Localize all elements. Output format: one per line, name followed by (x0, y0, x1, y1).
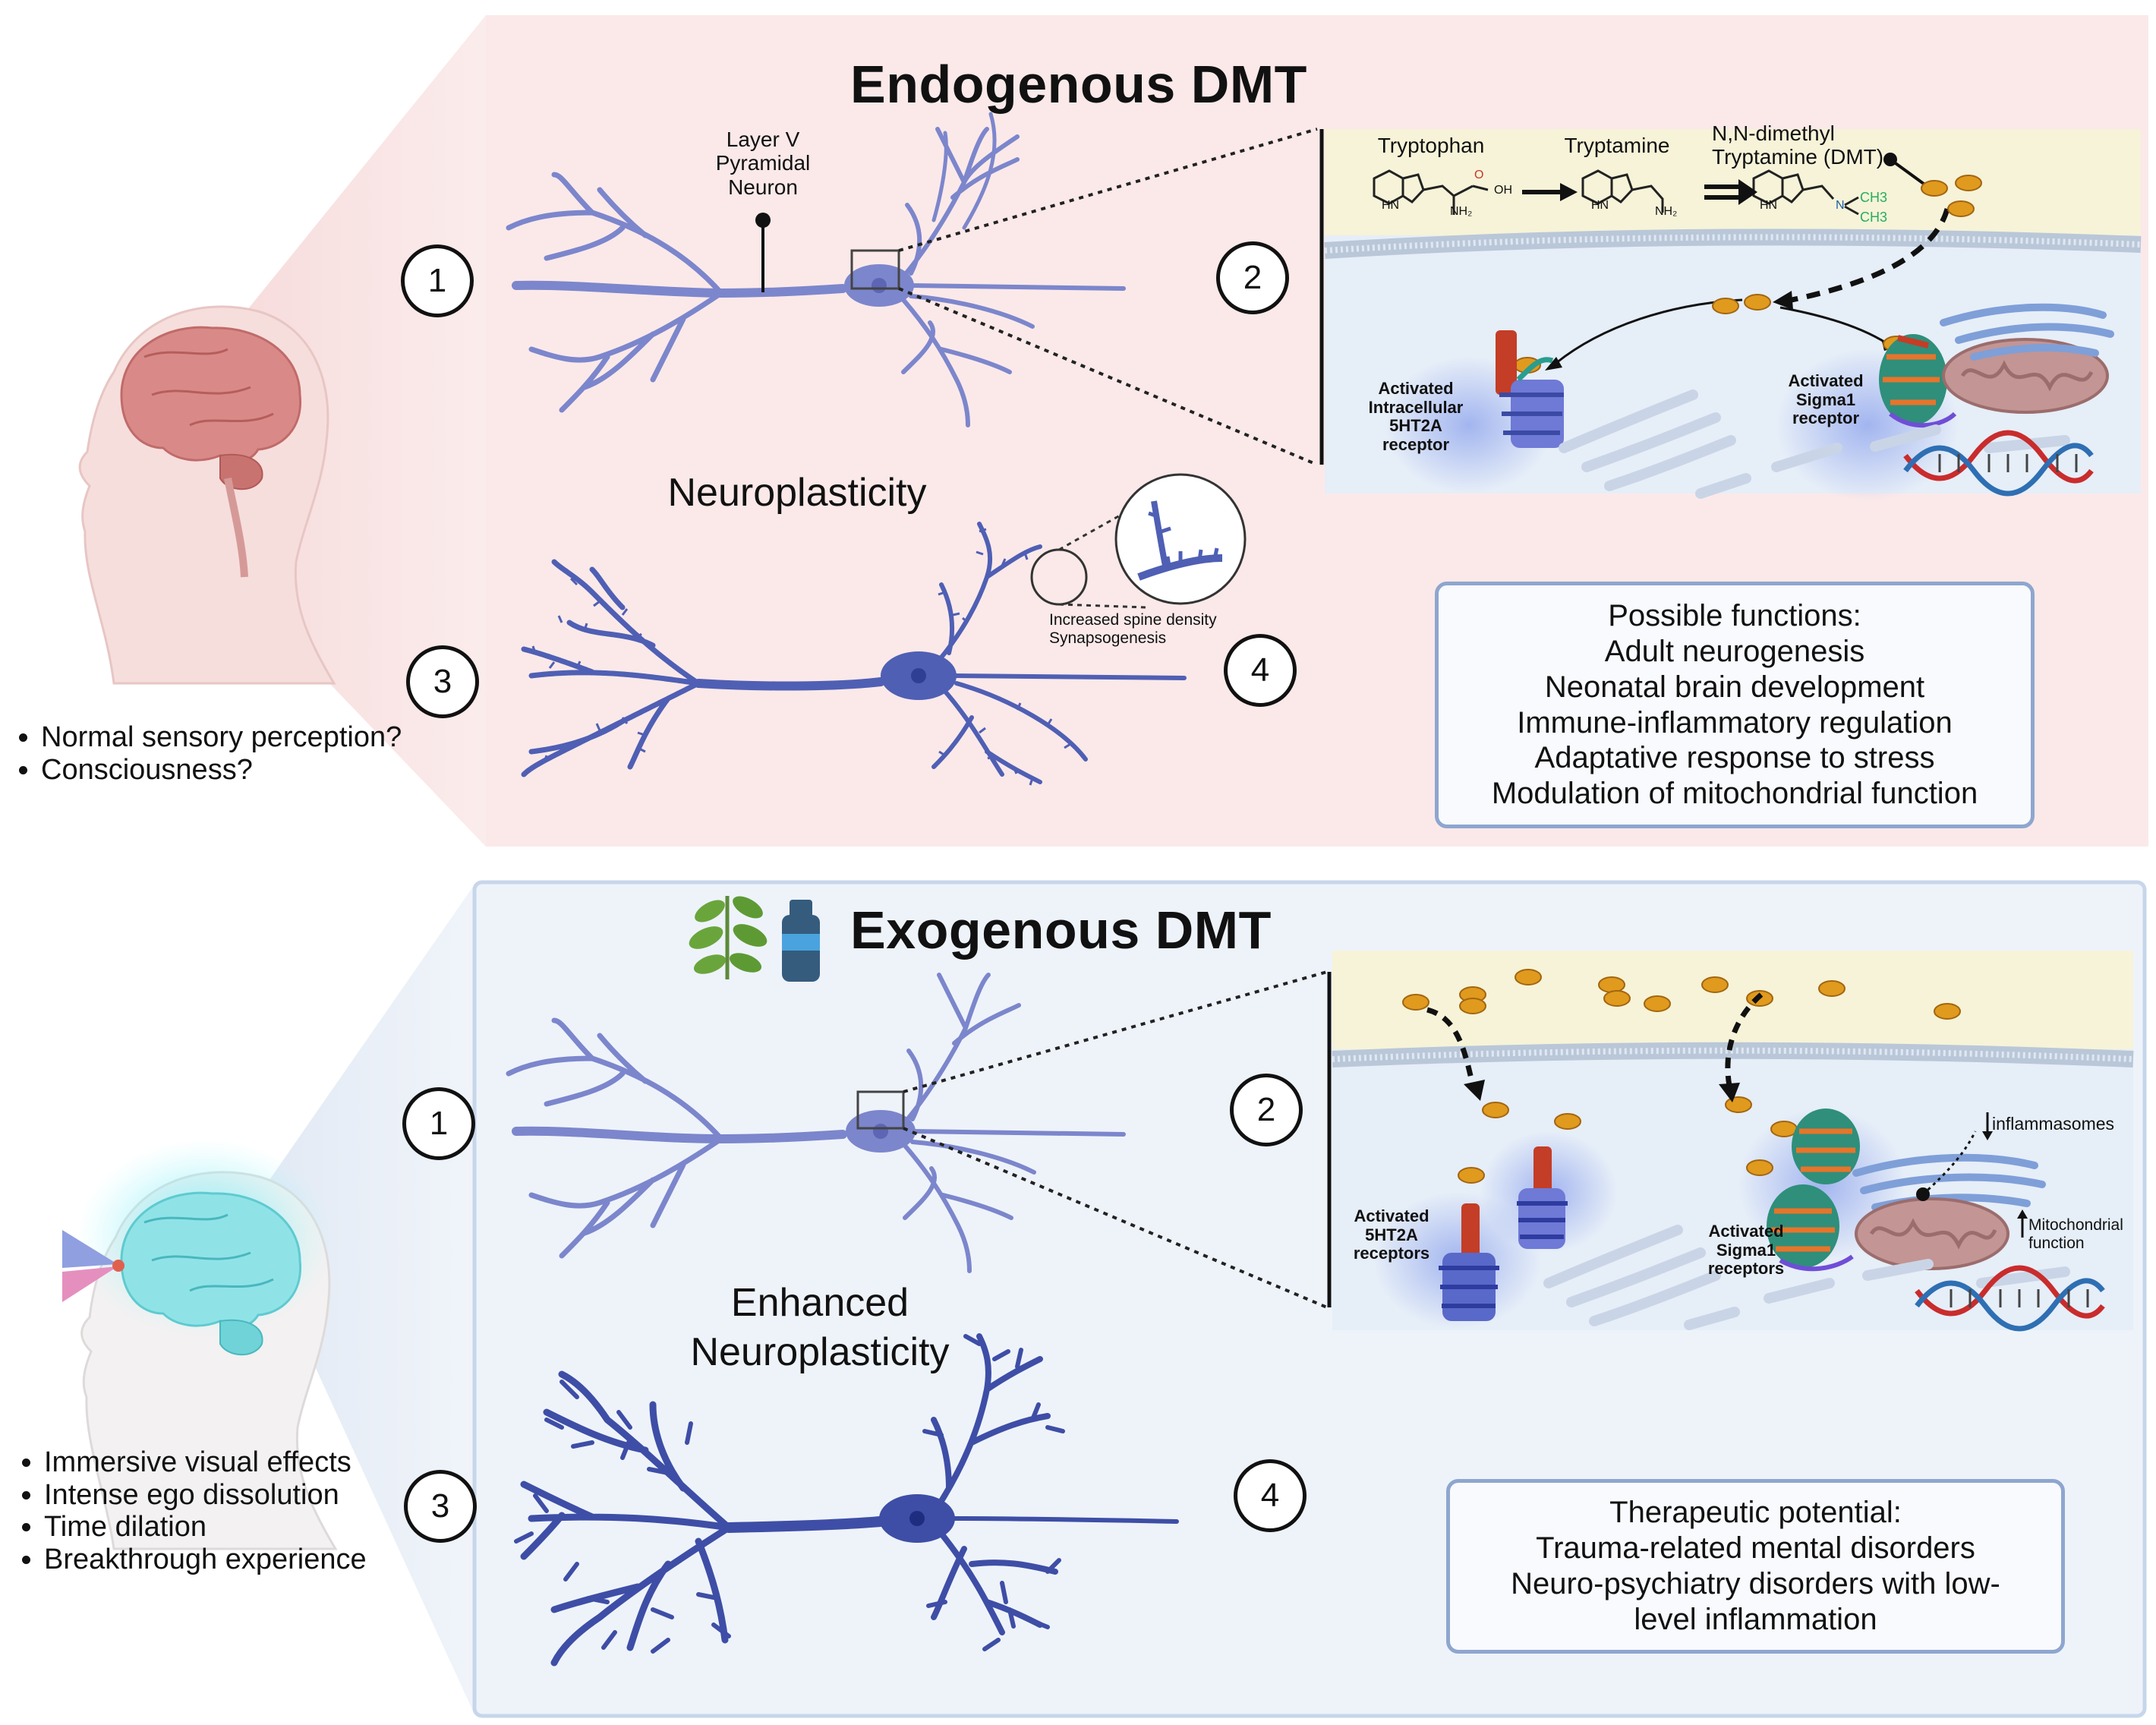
box-line: Modulation of mitochondrial function (1491, 777, 1978, 811)
exogenous-cell-inset (1327, 951, 2134, 1330)
step-1-exogenous: 1 (402, 1087, 475, 1160)
spine-zoom-label: Increased spine density Synapsogenesis (1049, 611, 1217, 647)
endogenous-effects-list: Normal sensory perception? Consciousness… (8, 721, 402, 786)
er-golgi-endogenous (1559, 389, 2070, 499)
tryptamine-label: Tryptamine (1564, 134, 1670, 157)
step-4-endogenous: 4 (1224, 634, 1297, 707)
mito-function-label: Mitochondrial function (2028, 1216, 2123, 1252)
receptor-sigma1-label-exogenous: Activated Sigma1 receptors (1707, 1222, 1785, 1279)
chem-nh2-1: NH₂ (1450, 205, 1473, 218)
receptor-sigma1-endogenous (1879, 334, 1957, 428)
chem-ch3-1: CH3 (1860, 190, 1888, 205)
enhanced-neuroplasticity-label: Enhanced Neuroplasticity (690, 1281, 950, 1374)
dna-helix-endogenous (1903, 430, 2094, 497)
chem-ch3-2: CH3 (1860, 210, 1888, 225)
pyramidal-neuron-exogenous (506, 973, 1126, 1273)
exogenous-effects-list: Immersive visual effects Intense ego dis… (11, 1446, 367, 1575)
step-4-exogenous: 4 (1234, 1459, 1307, 1532)
step-2-exogenous: 2 (1230, 1074, 1303, 1146)
inflammasomes-label: inflammasomes (1992, 1114, 2115, 1134)
effect-item: Normal sensory perception? (41, 721, 402, 754)
chem-o: O (1474, 169, 1484, 181)
visual-cone-pink (62, 1266, 118, 1302)
step-3-endogenous: 3 (406, 645, 479, 718)
receptor-5ht2a-label-exogenous: Activated 5HT2A receptors (1353, 1206, 1430, 1263)
box-line: Trauma-related mental disorders (1536, 1531, 1975, 1566)
box-line: level inflammation (1634, 1602, 1877, 1636)
endogenous-title: Endogenous DMT (850, 55, 1307, 114)
dense-neuron-exogenous (514, 1333, 1179, 1667)
neuroplasticity-label: Neuroplasticity (667, 471, 927, 515)
box-line: Adaptative response to stress (1534, 741, 1935, 775)
step-1-endogenous: 1 (401, 244, 474, 317)
golgi-stack-endogenous (1940, 303, 2114, 361)
chem-n: N (1836, 199, 1845, 212)
box-heading: Possible functions: (1608, 599, 1861, 633)
neuron-label-pointer (755, 213, 771, 292)
zoom-lines-exogenous (903, 970, 1328, 1309)
vial-icon (782, 900, 820, 982)
receptor-5ht2a-label-endogenous: Activated Intracellular 5HT2A receptor (1368, 379, 1464, 454)
therapeutic-potential-box: Therapeutic potential: Trauma-related me… (1446, 1479, 2065, 1654)
chem-hn-1: HN (1382, 199, 1400, 212)
tryptophan-label: Tryptophan (1377, 134, 1485, 157)
exogenous-title: Exogenous DMT (850, 900, 1272, 960)
effect-item: Time dilation (44, 1511, 367, 1544)
er-golgi-exogenous (1543, 1225, 2070, 1330)
spiny-neuron-endogenous (521, 522, 1187, 784)
box-line: Adult neurogenesis (1604, 634, 1865, 668)
visual-cone-blue (62, 1230, 118, 1268)
neuron-label: Layer V Pyramidal Neuron (715, 128, 811, 199)
dmt-label: N,N-dimethyl Tryptamine (DMT) (1712, 121, 1884, 169)
zoom-box-endogenous (850, 249, 900, 290)
effect-item: Intense ego dissolution (44, 1479, 367, 1512)
chem-hn-3: HN (1760, 199, 1778, 212)
spine-zoom-circle (1114, 473, 1247, 605)
chem-oh: OH (1494, 184, 1512, 197)
mitochondrion-exogenous (1855, 1197, 2009, 1270)
receptor-sigma1-label-endogenous: Activated Sigma1 receptor (1788, 371, 1864, 428)
box-line: Neuro-psychiatry disorders with low- (1511, 1567, 2000, 1600)
effect-item: Breakthrough experience (44, 1544, 367, 1576)
box-line: Immune-inflammatory regulation (1517, 705, 1953, 740)
spines-endogenous (531, 528, 1071, 786)
effect-item: Consciousness? (41, 754, 402, 787)
plant-icon (689, 896, 768, 979)
chemical-structures (1373, 169, 1859, 216)
brain-endogenous (120, 326, 302, 464)
brain-exogenous (120, 1191, 302, 1329)
box-heading: Therapeutic potential: (1609, 1496, 1902, 1530)
human-head-endogenous (78, 305, 336, 685)
effect-item: Immersive visual effects (44, 1446, 367, 1479)
entry-arrowheads-exogenous (1464, 1080, 1740, 1102)
chem-nh2-2: NH₂ (1655, 205, 1678, 218)
possible-functions-box: Possible functions: Adult neurogenesis N… (1435, 582, 2035, 828)
human-head-exogenous (62, 1139, 338, 1550)
zoom-box-exogenous (856, 1090, 905, 1130)
inflammasome-arrow (1916, 1112, 2028, 1238)
chem-hn-2: HN (1591, 199, 1609, 212)
cerebellum-exogenous (219, 1319, 263, 1356)
entry-arrows-exogenous (1426, 992, 1764, 1086)
zoom-lines-endogenous (898, 128, 1318, 466)
receptor-5ht2a-endogenous (1496, 330, 1564, 448)
receptors-5ht2a-exogenous (1439, 1146, 1568, 1321)
step-2-endogenous: 2 (1216, 241, 1289, 314)
receptors-sigma1-exogenous (1767, 1108, 1860, 1272)
pyramidal-neuron-endogenous (506, 112, 1126, 427)
box-line: Neonatal brain development (1544, 670, 1925, 704)
dna-helix-exogenous (1915, 1265, 2105, 1332)
step-3-exogenous: 3 (404, 1470, 477, 1543)
